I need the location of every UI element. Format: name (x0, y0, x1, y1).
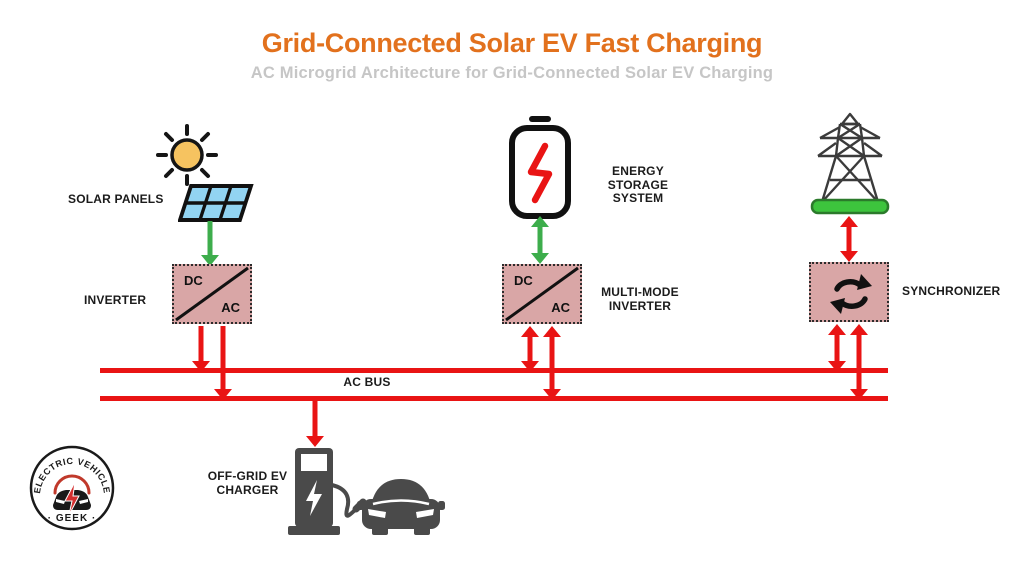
sync-arrows-icon (830, 274, 872, 314)
inverter-to-bus-arrow-1 (192, 326, 210, 372)
grid-synchronizer-bidirectional-arrow (840, 216, 858, 262)
multi-mode-dc-label: DC (514, 273, 533, 288)
logo-bottom-text: · GEEK · (48, 513, 97, 524)
inverter-box: DC AC (172, 264, 252, 324)
battery-bolt-icon (527, 142, 553, 204)
ac-bus-line-bottom (100, 396, 888, 401)
charger-screen (301, 454, 327, 471)
battery-inverter-bidirectional-arrow (531, 216, 549, 264)
dc-ac-diagonal (505, 266, 579, 322)
charging-cable (330, 483, 358, 518)
inverter-dc-label: DC (184, 273, 203, 288)
charger-bolt-icon (306, 480, 322, 516)
multi-mode-inverter-box: DC AC (502, 264, 582, 324)
synchronizer-label: SYNCHRONIZER (902, 284, 1001, 298)
synchronizer-bus-arrow-1 (828, 324, 846, 372)
bus-to-charger-arrow (306, 401, 324, 447)
multi-mode-ac-label: AC (551, 300, 570, 315)
electric-vehicle-geek-logo: ELECTRIC VEHICLE · GEEK · (28, 444, 116, 532)
page-subtitle: AC Microgrid Architecture for Grid-Conne… (250, 64, 774, 82)
charger-base (288, 526, 340, 535)
tower-base (810, 198, 890, 215)
transmission-tower-icon (810, 112, 890, 215)
ev-charger-and-car-icon (286, 443, 450, 538)
solar-panels-label: SOLAR PANELS (68, 192, 164, 206)
solar-to-inverter-arrow (201, 221, 219, 266)
car-icon (357, 479, 445, 535)
inverter-label: INVERTER (84, 293, 147, 307)
solar-panel-icon (178, 183, 258, 225)
ac-bus-line-top (100, 368, 888, 373)
sun-icon (152, 120, 222, 190)
dc-ac-diagonal (175, 266, 249, 322)
energy-storage-label: ENERGY STORAGE SYSTEM (607, 164, 669, 205)
ev-charger-label: OFF-GRID EV CHARGER (207, 469, 288, 497)
battery-icon (505, 116, 575, 220)
synchronizer-bus-arrow-2 (850, 324, 868, 400)
ac-bus-label: AC BUS (343, 375, 391, 389)
inverter-to-bus-arrow-2 (214, 326, 232, 400)
multimode-bus-arrow-2 (543, 326, 561, 400)
page-title: Grid-Connected Solar EV Fast Charging (261, 28, 763, 58)
inverter-ac-label: AC (221, 300, 240, 315)
synchronizer-box (809, 262, 889, 322)
logo-bolt-icon (64, 481, 80, 516)
multimode-bus-arrow-1 (521, 326, 539, 372)
logo-red-arc (53, 474, 91, 495)
multi-mode-inverter-label: MULTI-MODE INVERTER (601, 285, 679, 313)
